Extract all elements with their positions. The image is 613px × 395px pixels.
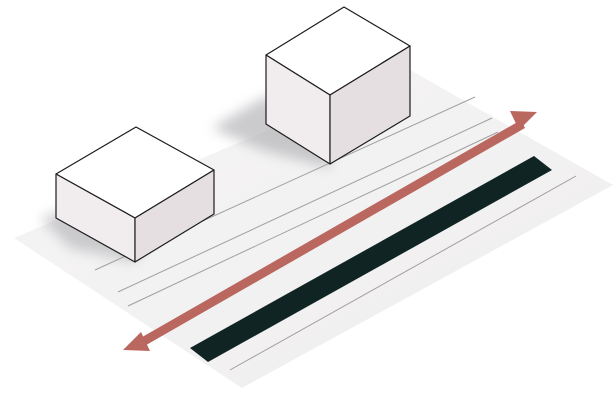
arrow-head-bottom-left — [123, 332, 150, 351]
ground-plane — [14, 70, 613, 388]
dark-lane-strip — [190, 156, 552, 362]
lane-line-3 — [127, 131, 499, 307]
arrow-head-top-right — [510, 111, 537, 130]
building-right-shadow — [212, 96, 330, 168]
building-left-side-face — [134, 169, 215, 263]
building-right-side-face — [329, 45, 411, 165]
lane-line-4 — [229, 175, 577, 371]
arrow-shaft — [137, 120, 525, 348]
building-left — [55, 126, 215, 263]
building-right — [265, 6, 411, 165]
lane-line-2 — [117, 117, 493, 293]
double-headed-arrow — [123, 111, 537, 351]
